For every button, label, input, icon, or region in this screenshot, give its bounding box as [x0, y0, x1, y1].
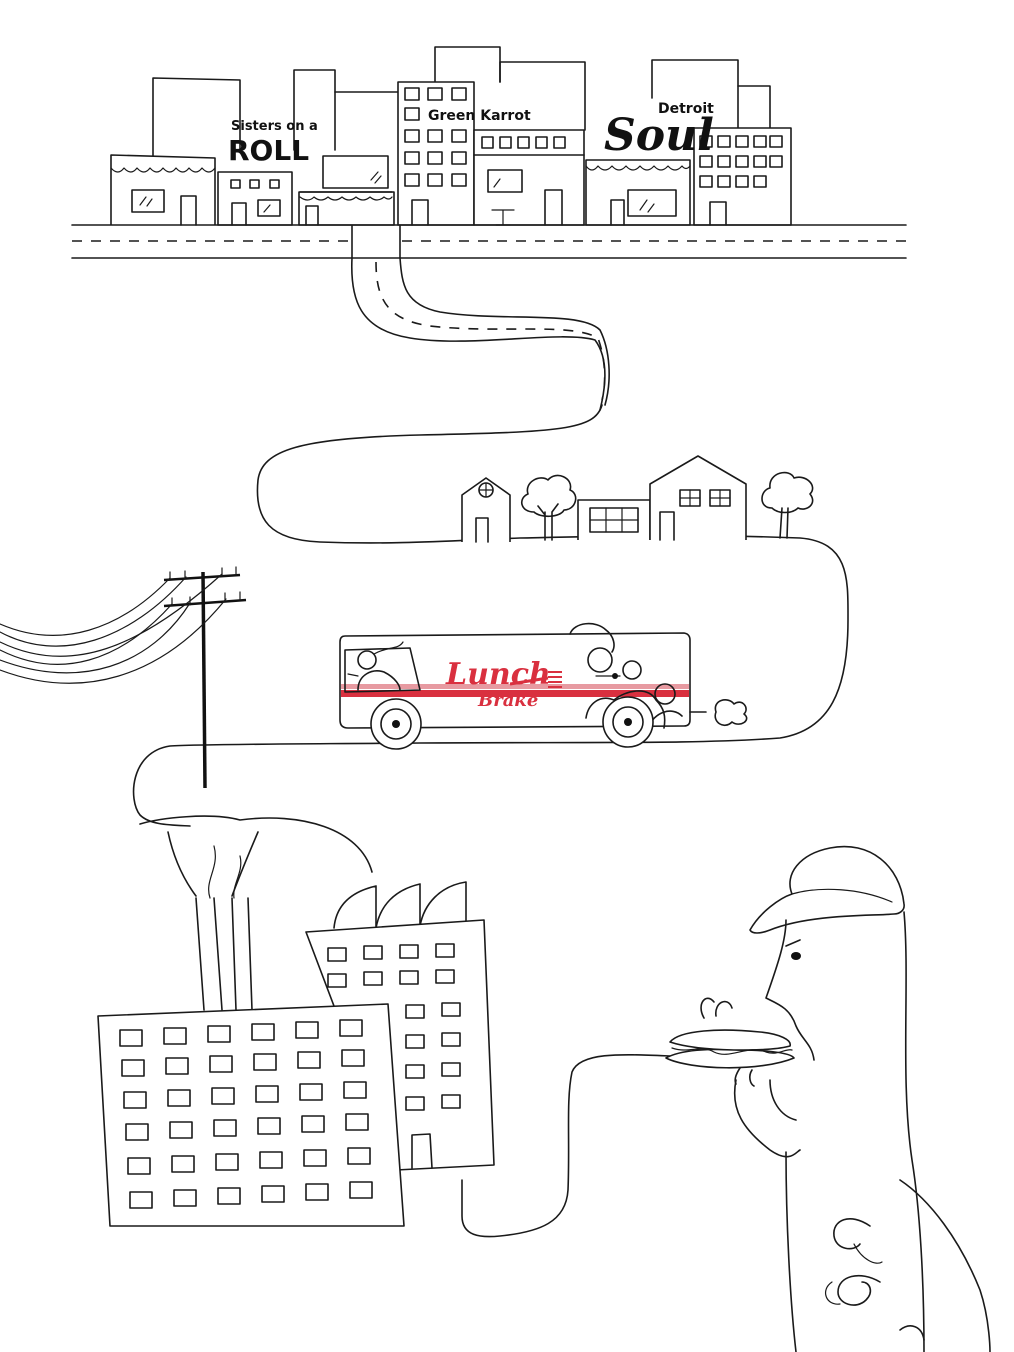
factory: [97, 815, 495, 1227]
truck-brand-line1: Lunch: [445, 657, 551, 692]
utility-pole: [0, 566, 247, 789]
back-building-windows: [327, 943, 461, 1169]
sandwich-icon: [665, 997, 795, 1069]
detroit-sign: Detroit: [658, 101, 714, 117]
sisters-on-a-roll-sign-line2: ROLL: [228, 134, 309, 167]
truck-stripe-light: [341, 684, 689, 689]
truck-stripe: [341, 690, 689, 697]
sisters-on-a-roll-sign-line1: Sisters on a: [231, 119, 318, 134]
green-karrot-sign: Green Karrot: [428, 108, 531, 124]
street: [71, 224, 907, 259]
fork-icon: [509, 671, 562, 688]
suburb-houses: [461, 455, 814, 543]
construction-worker: [665, 845, 991, 1352]
city-skyline: Sisters on a ROLL Green Karrot Detroit S…: [110, 46, 792, 226]
winding-road: [132, 257, 849, 827]
food-truck: Lunch Brake: [339, 622, 748, 750]
front-building-windows: [119, 1019, 373, 1209]
soul-sign: Soul: [604, 110, 714, 161]
road-to-worker: [461, 1054, 671, 1238]
truck-brand-line2: Brake: [477, 690, 538, 711]
